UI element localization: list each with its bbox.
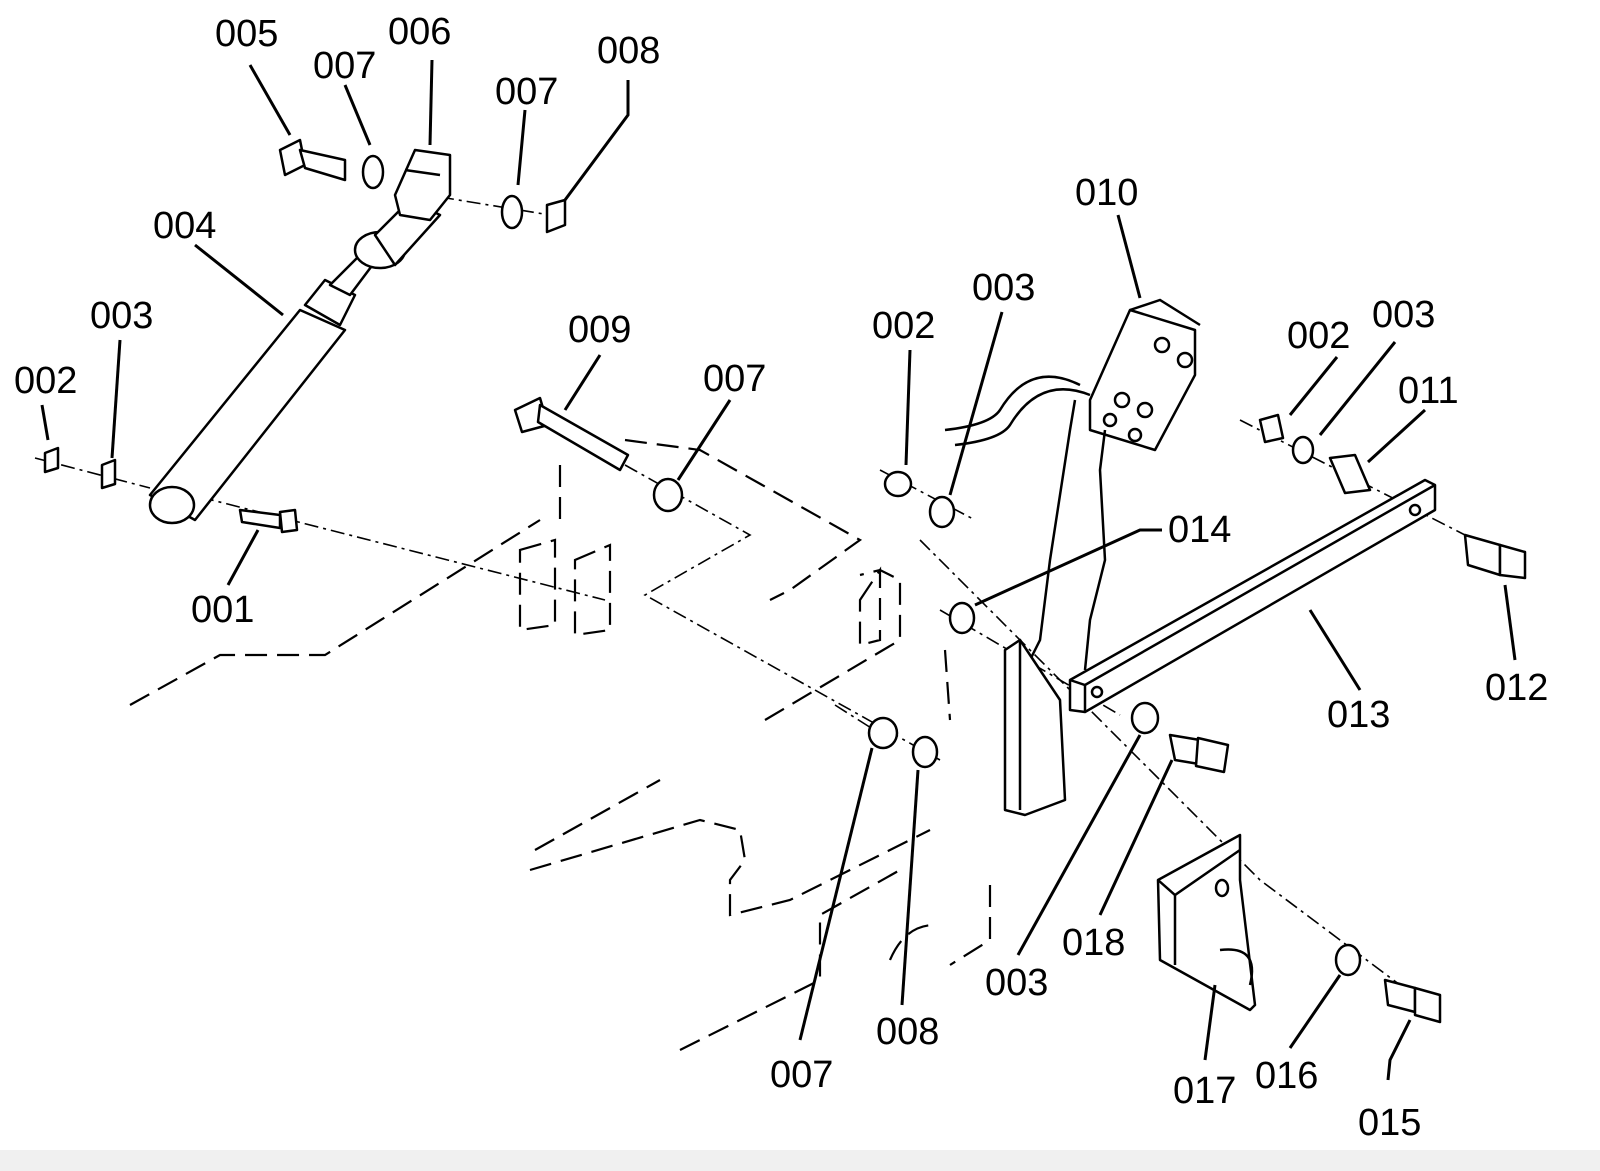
callout-001: 001 [191,589,254,631]
callout-014: 014 [1168,509,1231,551]
callout-002: 002 [1287,315,1350,357]
callout-008: 008 [876,1011,939,1053]
callout-005: 005 [215,13,278,55]
callout-007: 007 [703,358,766,400]
callout-003: 003 [1372,294,1435,336]
callout-labels: 001 002 002 002 003 003 003 003 004 005 … [14,11,1548,1144]
callout-018: 018 [1062,922,1125,964]
bottom-strip [0,1150,1600,1171]
leader-lines [40,59,1517,1081]
callout-010: 010 [1075,172,1138,214]
callout-003: 003 [985,962,1048,1004]
callout-016: 016 [1255,1055,1318,1097]
callout-015: 015 [1358,1102,1421,1144]
part-006-clevis [393,148,452,222]
callout-011: 011 [1398,370,1459,412]
phantom-chassis [129,438,992,1051]
part-004-actuator [148,198,442,525]
part-017-bracket [1156,833,1257,1012]
callout-013: 013 [1327,694,1390,736]
part-014-plate [1003,638,1067,817]
callout-012: 012 [1485,667,1548,709]
callout-002: 002 [14,360,77,402]
callout-007: 007 [495,71,558,113]
callout-006: 006 [388,11,451,53]
callout-008: 008 [597,30,660,72]
callout-003: 003 [90,295,153,337]
callout-002: 002 [872,305,935,347]
callout-017: 017 [1173,1070,1236,1112]
callout-007: 007 [313,45,376,87]
callout-004: 004 [153,205,216,247]
callout-003: 003 [972,267,1035,309]
hardware-small [43,194,1527,1024]
part-005-pin [278,138,385,190]
callout-009: 009 [568,309,631,351]
callout-007: 007 [770,1054,833,1096]
part-013-bar [1068,478,1437,714]
part-010-switch [944,298,1201,671]
